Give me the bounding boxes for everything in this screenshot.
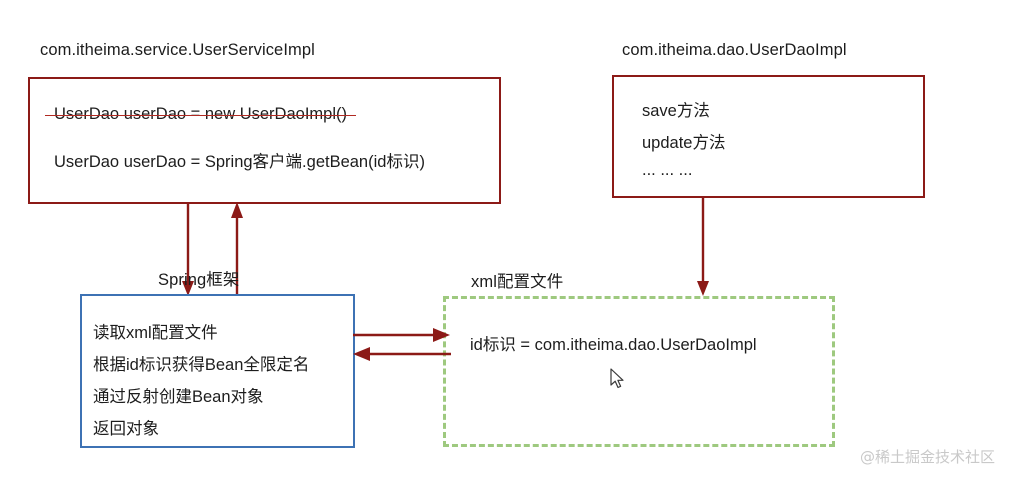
dao-method-save: save方法	[642, 102, 710, 120]
arrow-dao-to-xml	[697, 198, 709, 296]
spring-step-read-xml: 读取xml配置文件	[93, 324, 218, 342]
mouse-cursor-icon	[610, 368, 624, 389]
dao-impl-box: save方法 update方法 ... ... ...	[612, 75, 925, 198]
dao-class-caption: com.itheima.dao.UserDaoImpl	[622, 41, 847, 59]
arrow-spring-to-xml	[353, 328, 450, 342]
spring-step-reflection-create: 通过反射创建Bean对象	[93, 388, 264, 406]
spring-step-return-object: 返回对象	[93, 420, 159, 438]
spring-framework-box: 读取xml配置文件 根据id标识获得Bean全限定名 通过反射创建Bean对象 …	[80, 294, 355, 448]
xml-id-entry: id标识 = com.itheima.dao.UserDaoImpl	[470, 336, 757, 354]
xml-config-label: xml配置文件	[471, 273, 564, 291]
xml-config-box: id标识 = com.itheima.dao.UserDaoImpl	[443, 296, 835, 447]
dao-method-ellipsis: ... ... ...	[642, 161, 693, 179]
spring-framework-label: Spring框架	[158, 271, 240, 289]
service-impl-box: UserDao userDao = new UserDaoImpl() User…	[28, 77, 501, 204]
arrow-xml-to-spring	[353, 347, 451, 361]
watermark: @稀土掘金技术社区	[860, 448, 996, 466]
spring-step-get-class-name: 根据id标识获得Bean全限定名	[93, 356, 310, 374]
service-active-line: UserDao userDao = Spring客户端.getBean(id标识…	[54, 153, 425, 171]
service-struck-line: UserDao userDao = new UserDaoImpl()	[45, 105, 356, 123]
dao-method-update: update方法	[642, 134, 726, 152]
service-class-caption: com.itheima.service.UserServiceImpl	[40, 41, 315, 59]
